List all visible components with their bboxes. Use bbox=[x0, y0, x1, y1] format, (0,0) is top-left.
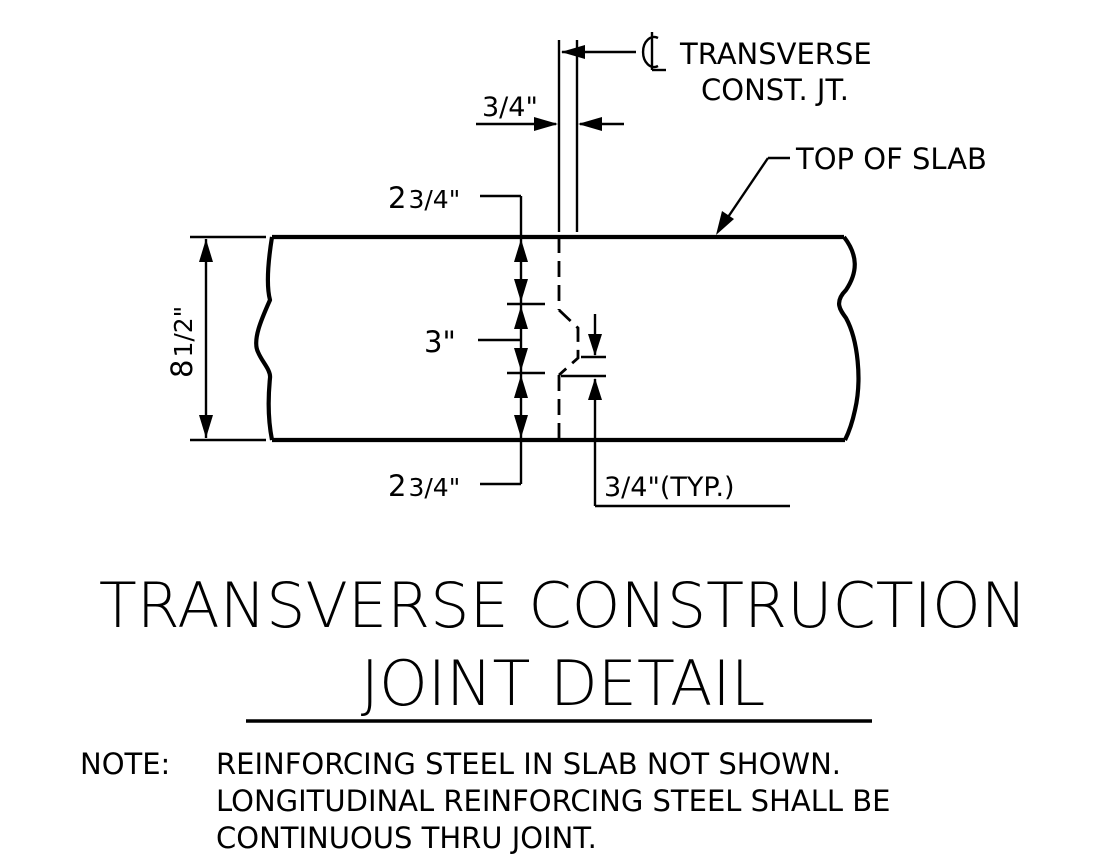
joint-key-dashed-line bbox=[558, 308, 580, 377]
detail-title: TRANSVERSE CONSTRUCTION JOINT DETAIL bbox=[99, 569, 1027, 723]
title-line2: JOINT DETAIL bbox=[361, 647, 766, 720]
note-prefix: NOTE: bbox=[80, 747, 170, 781]
top-of-slab-label: TOP OF SLAB bbox=[795, 142, 987, 176]
gap-dim-label: 3/4" bbox=[482, 92, 538, 123]
top-of-slab-leader-diagonal bbox=[721, 157, 769, 227]
slab-thickness-dimension: 81/2" bbox=[165, 235, 266, 442]
bottom-cover-label: 23/4" bbox=[388, 469, 460, 503]
centerline-arrowhead bbox=[561, 45, 585, 59]
centerline-label-line2: CONST. JT. bbox=[701, 73, 849, 107]
centerline-leader: TRANSVERSE CONST. JT. bbox=[557, 32, 872, 232]
note-line2: LONGITUDINAL REINFORCING STEEL SHALL BE bbox=[216, 784, 890, 818]
dim-arrow-6 bbox=[514, 415, 528, 438]
title-line1: TRANSVERSE CONSTRUCTION bbox=[99, 569, 1027, 642]
dim-arrow-3 bbox=[514, 306, 528, 329]
dim-arrow-2 bbox=[514, 279, 528, 302]
gap-dim-arrow-right bbox=[578, 117, 602, 131]
key-depth-label: 3/4"(TYP.) bbox=[604, 472, 735, 503]
dim-arrow-5 bbox=[514, 375, 528, 398]
thickness-arrow-top bbox=[199, 239, 213, 262]
centerline-label-line1: TRANSVERSE bbox=[679, 37, 872, 71]
detail-note: NOTE: REINFORCING STEEL IN SLAB NOT SHOW… bbox=[80, 747, 890, 855]
gap-dim-arrow-left bbox=[534, 117, 558, 131]
slab-outline bbox=[254, 234, 861, 443]
slab-left-break-line bbox=[254, 236, 275, 441]
top-of-slab-leader: TOP OF SLAB bbox=[716, 142, 987, 235]
top-of-slab-arrowhead bbox=[716, 211, 734, 235]
slab-thickness-label: 81/2" bbox=[165, 306, 199, 378]
note-line3: CONTINUOUS THRU JOINT. bbox=[216, 821, 597, 855]
key-depth-arrow-upper bbox=[588, 334, 602, 356]
centerline-symbol-icon bbox=[641, 32, 666, 72]
note-line1: REINFORCING STEEL IN SLAB NOT SHOWN. bbox=[216, 747, 841, 781]
vertical-dimension-chain: 23/4" 3" 23/4" bbox=[388, 181, 545, 503]
key-depth-arrow-lower bbox=[588, 378, 602, 400]
thickness-arrow-bottom bbox=[199, 415, 213, 438]
gap-dimension: 3/4" bbox=[476, 92, 624, 131]
slab-right-break-line bbox=[837, 235, 861, 441]
dim-arrow-1 bbox=[514, 239, 528, 262]
dim-arrow-4 bbox=[514, 348, 528, 371]
keyed-joint-profile bbox=[557, 237, 580, 440]
key-height-label: 3" bbox=[424, 325, 456, 359]
key-depth-dimension: 3/4"(TYP.) bbox=[561, 314, 790, 508]
top-cover-label: 23/4" bbox=[388, 181, 460, 215]
